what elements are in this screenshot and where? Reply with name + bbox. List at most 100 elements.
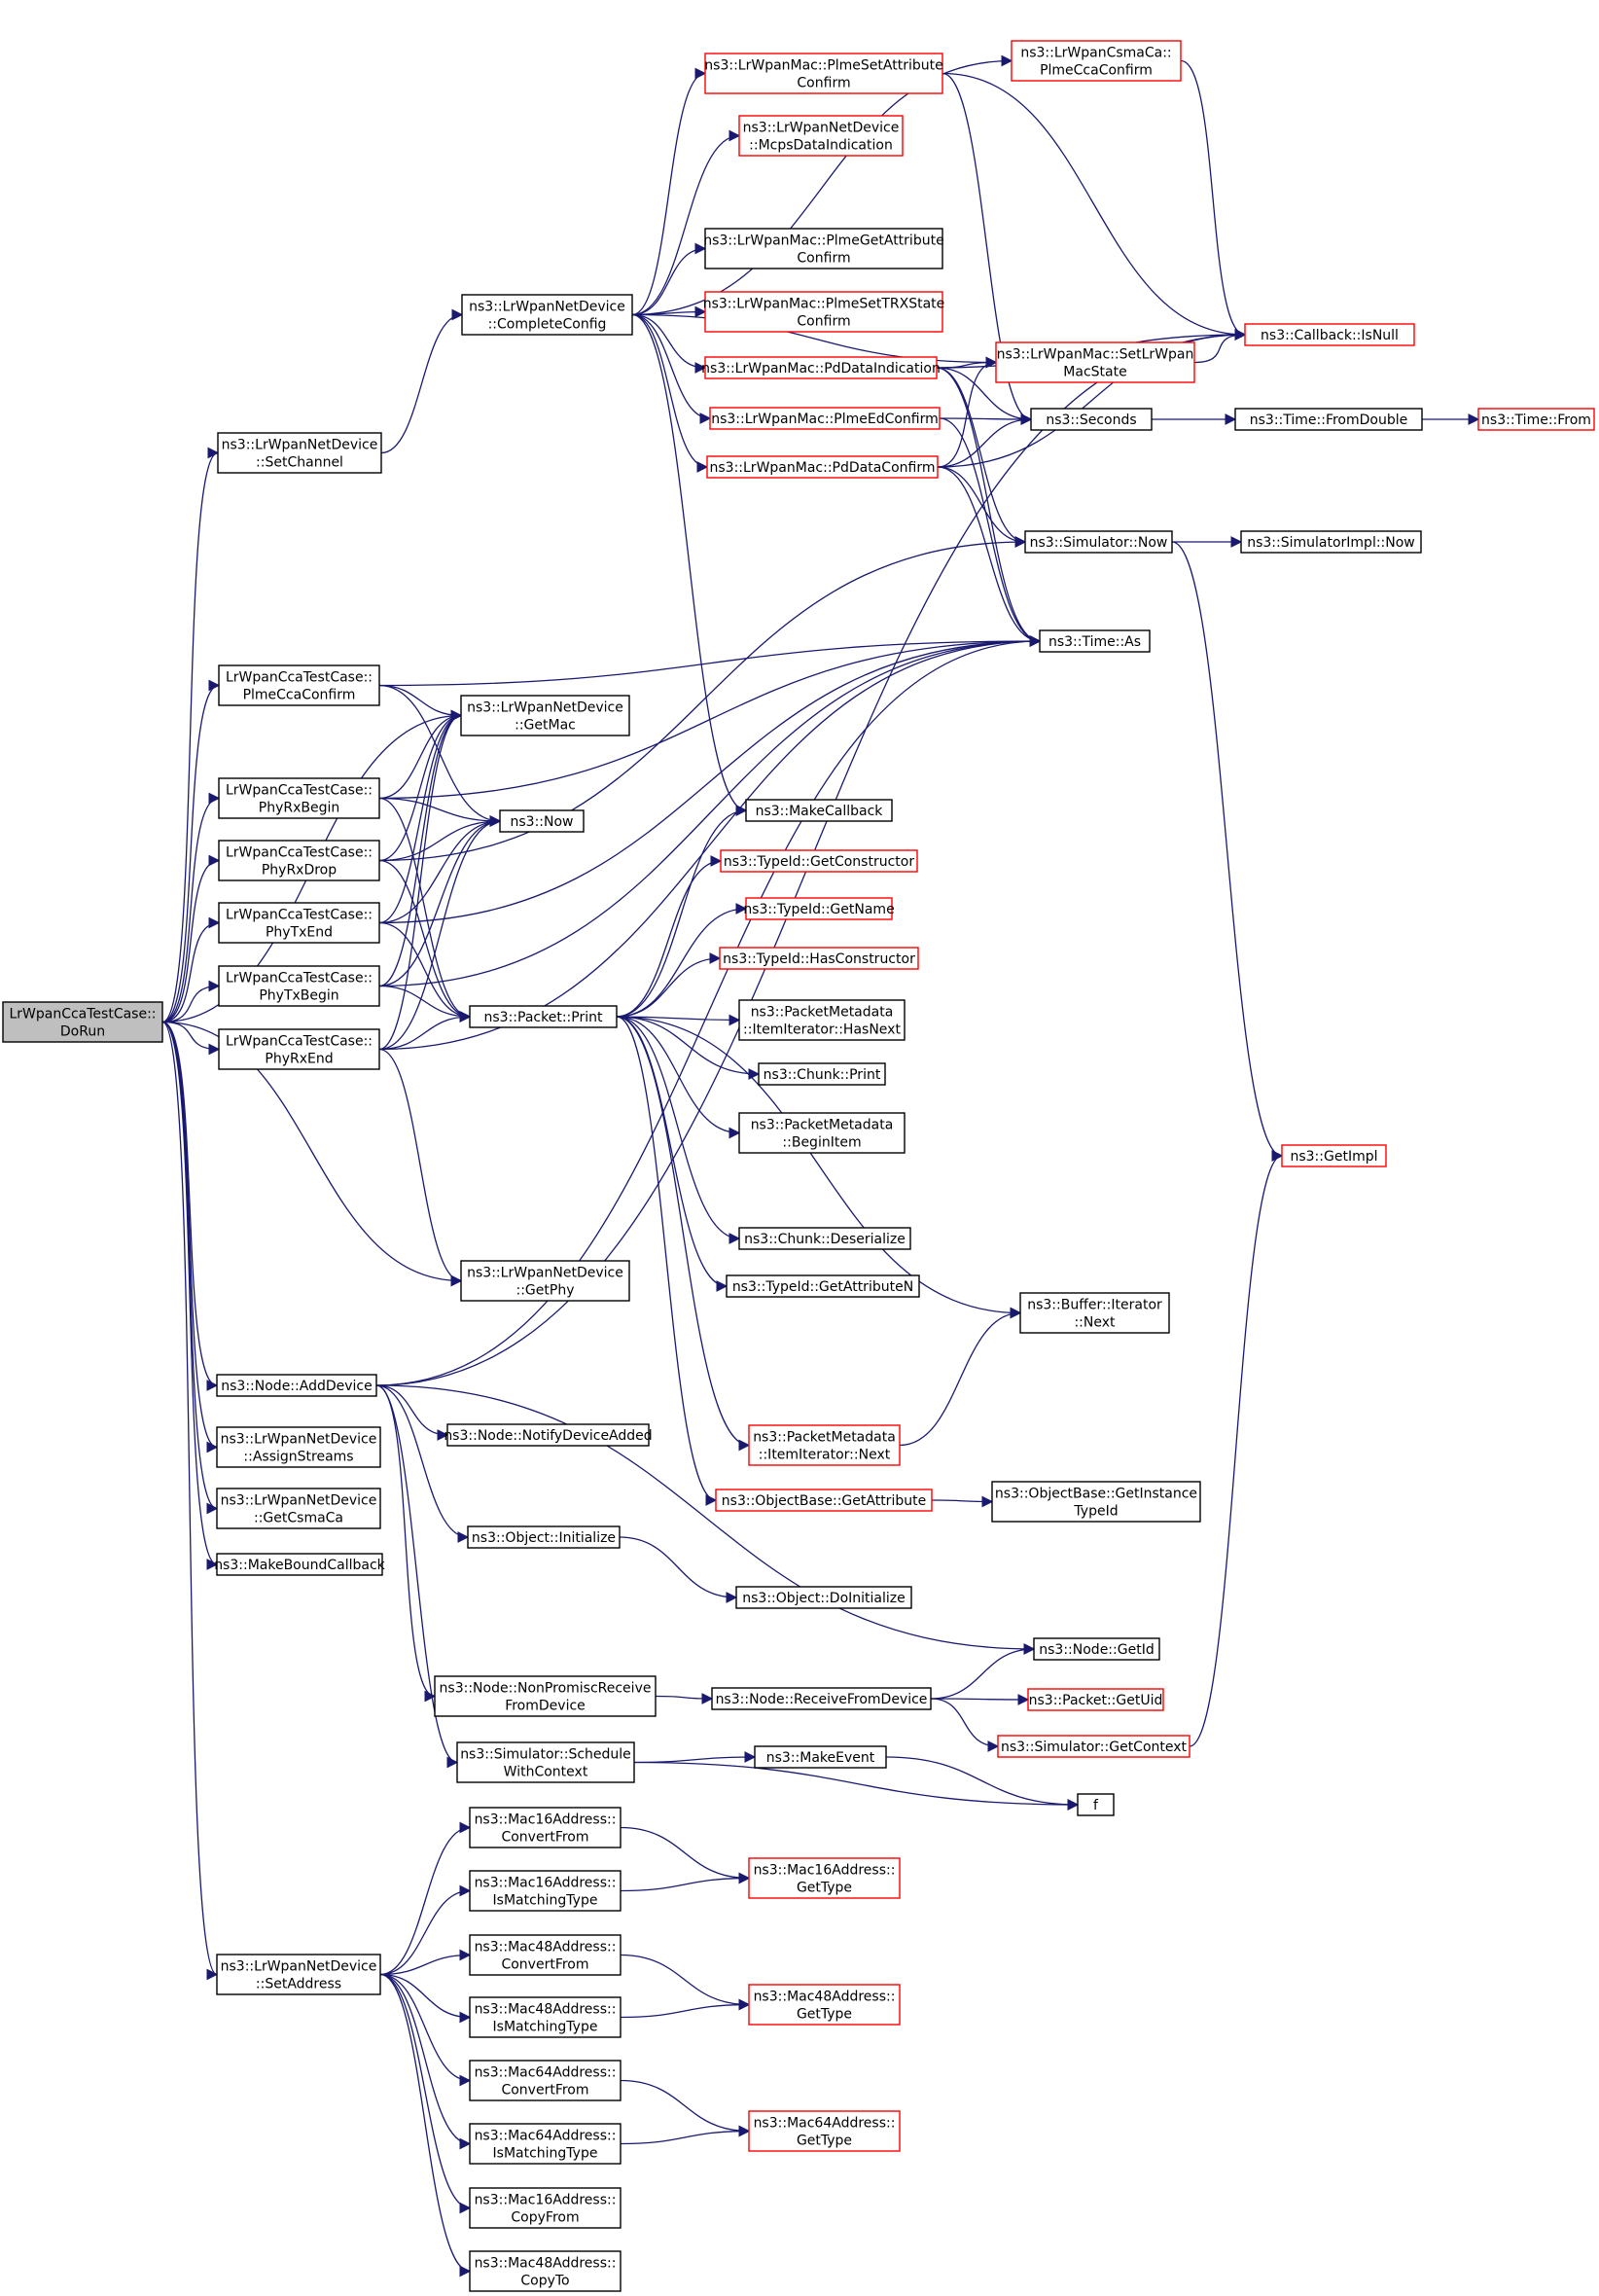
node-box-m64ismatch[interactable] <box>469 2123 622 2165</box>
node-box-nodegetid[interactable] <box>1033 1637 1160 1661</box>
node-box-now[interactable] <box>499 809 585 833</box>
node-box-notifydeviceadded[interactable] <box>446 1423 650 1447</box>
node-simnow[interactable]: ns3::Simulator::Now <box>1024 530 1173 554</box>
node-box-makeevent[interactable] <box>754 1745 887 1769</box>
node-box-getinstancetypeid[interactable] <box>991 1481 1201 1523</box>
node-box-phyrxend[interactable] <box>218 1028 380 1070</box>
node-box-timefrom[interactable] <box>1477 408 1595 431</box>
node-box-assignstreams[interactable] <box>216 1426 381 1468</box>
node-itemnext[interactable]: ns3::PacketMetadata::ItemIterator::Next <box>748 1424 901 1466</box>
node-doinit[interactable]: ns3::Object::DoInitialize <box>735 1586 912 1609</box>
node-box-m64convert[interactable] <box>469 2060 622 2101</box>
node-box-setchannel[interactable] <box>217 432 382 474</box>
node-itemhasnext[interactable]: ns3::PacketMetadata::ItemIterator::HasNe… <box>738 999 906 1041</box>
node-phytxbegin[interactable]: LrWpanCcaTestCase::PhyTxBegin <box>218 965 380 1007</box>
node-notifydeviceadded[interactable]: ns3::Node::NotifyDeviceAdded <box>444 1423 653 1447</box>
node-box-receivefromdevice[interactable] <box>711 1687 932 1710</box>
node-m48copyto[interactable]: ns3::Mac48Address::CopyTo <box>469 2250 622 2292</box>
node-box-m16gettype[interactable] <box>748 1857 901 1899</box>
node-box-getattributen[interactable] <box>726 1274 920 1298</box>
node-nodegetid[interactable]: ns3::Node::GetId <box>1033 1637 1160 1661</box>
node-box-deserialize[interactable] <box>738 1227 911 1250</box>
node-fromdouble[interactable]: ns3::Time::FromDouble <box>1234 408 1423 431</box>
node-beginitem[interactable]: ns3::PacketMetadata::BeginItem <box>738 1112 906 1154</box>
node-box-fromdouble[interactable] <box>1234 408 1423 431</box>
node-getattributen[interactable]: ns3::TypeId::GetAttributeN <box>726 1274 920 1298</box>
node-box-simimplnow[interactable] <box>1240 530 1422 554</box>
node-box-setlrwpan[interactable] <box>995 341 1195 383</box>
node-getimpl[interactable]: ns3::GetImpl <box>1281 1144 1387 1167</box>
node-box-plmeed[interactable] <box>709 407 941 430</box>
node-getconstructor[interactable]: ns3::TypeId::GetConstructor <box>720 849 918 873</box>
node-hasconstructor[interactable]: ns3::TypeId::HasConstructor <box>719 947 919 970</box>
node-box-schedulewithcontext[interactable] <box>456 1741 635 1783</box>
node-m64convert[interactable]: ns3::Mac64Address::ConvertFrom <box>469 2060 622 2101</box>
node-box-m48copyto[interactable] <box>469 2250 622 2292</box>
node-box-getimpl[interactable] <box>1281 1144 1387 1167</box>
node-box-getconstructor[interactable] <box>720 849 918 873</box>
node-m64gettype[interactable]: ns3::Mac64Address::GetType <box>748 2110 901 2152</box>
node-box-phytxbegin[interactable] <box>218 965 380 1007</box>
node-phytxend[interactable]: LrWpanCcaTestCase::PhyTxEnd <box>218 902 380 944</box>
node-box-csmaca[interactable] <box>1011 40 1182 82</box>
node-objinit[interactable]: ns3::Object::Initialize <box>467 1525 621 1549</box>
node-m64ismatch[interactable]: ns3::Mac64Address::IsMatchingType <box>469 2123 622 2165</box>
node-root[interactable]: LrWpanCcaTestCase::DoRun <box>2 1001 163 1043</box>
node-getmac[interactable]: ns3::LrWpanNetDevice::GetMac <box>460 695 630 736</box>
node-box-itemnext[interactable] <box>748 1424 901 1466</box>
node-csmaca[interactable]: ns3::LrWpanCsmaCa::PlmeCcaConfirm <box>1011 40 1182 82</box>
node-box-packetprint[interactable] <box>469 1005 618 1028</box>
node-box-itemhasnext[interactable] <box>738 999 906 1041</box>
node-box-plmegetattr[interactable] <box>704 228 943 269</box>
node-box-getcsmaca[interactable] <box>216 1488 381 1529</box>
node-mcpsdataind[interactable]: ns3::LrWpanNetDevice::McpsDataIndication <box>738 115 904 157</box>
node-setaddress[interactable]: ns3::LrWpanNetDevice::SetAddress <box>216 1954 381 1995</box>
node-getphy[interactable]: ns3::LrWpanNetDevice::GetPhy <box>460 1260 630 1302</box>
node-timeas[interactable]: ns3::Time::As <box>1039 629 1151 653</box>
node-box-timeas[interactable] <box>1039 629 1151 653</box>
node-box-makecallback[interactable] <box>745 799 893 822</box>
node-completeconfig[interactable]: ns3::LrWpanNetDevice::CompleteConfig <box>461 294 633 336</box>
node-m48convert[interactable]: ns3::Mac48Address::ConvertFrom <box>469 1934 622 1976</box>
node-box-chunkprint[interactable] <box>758 1062 886 1086</box>
node-box-root[interactable] <box>2 1001 163 1043</box>
node-m16gettype[interactable]: ns3::Mac16Address::GetType <box>748 1857 901 1899</box>
node-phyrxdrop[interactable]: LrWpanCcaTestCase::PhyRxDrop <box>218 840 380 881</box>
node-packetprint[interactable]: ns3::Packet::Print <box>469 1005 618 1028</box>
node-box-buffernext[interactable] <box>1019 1292 1170 1334</box>
node-box-makeboundcallback[interactable] <box>216 1553 383 1576</box>
node-m48ismatch[interactable]: ns3::Mac48Address::IsMatchingType <box>469 1996 622 2038</box>
node-box-m16convert[interactable] <box>469 1807 622 1848</box>
node-box-plmeccaconf[interactable] <box>218 664 380 706</box>
node-makecallback[interactable]: ns3::MakeCallback <box>745 799 893 822</box>
node-box-packetgetuid[interactable] <box>1027 1688 1164 1711</box>
node-box-isnull[interactable] <box>1244 323 1415 346</box>
node-box-pddataind[interactable] <box>704 356 938 379</box>
node-box-objinit[interactable] <box>467 1525 621 1549</box>
node-buffernext[interactable]: ns3::Buffer::Iterator::Next <box>1019 1292 1170 1334</box>
node-box-m16ismatch[interactable] <box>469 1870 622 1912</box>
node-adddevice[interactable]: ns3::Node::AddDevice <box>216 1374 377 1397</box>
node-box-completeconfig[interactable] <box>461 294 633 336</box>
node-box-setaddress[interactable] <box>216 1954 381 1995</box>
node-box-adddevice[interactable] <box>216 1374 377 1397</box>
node-box-m48ismatch[interactable] <box>469 1996 622 2038</box>
node-box-f[interactable] <box>1077 1793 1115 1816</box>
node-box-getname[interactable] <box>745 897 893 920</box>
node-phyrxbegin[interactable]: LrWpanCcaTestCase::PhyRxBegin <box>218 777 380 819</box>
node-receivefromdevice[interactable]: ns3::Node::ReceiveFromDevice <box>711 1687 932 1710</box>
node-timefrom[interactable]: ns3::Time::From <box>1477 408 1595 431</box>
node-box-phyrxbegin[interactable] <box>218 777 380 819</box>
node-box-simnow[interactable] <box>1024 530 1173 554</box>
node-box-m48convert[interactable] <box>469 1934 622 1976</box>
node-box-plmesettrx[interactable] <box>704 291 943 333</box>
node-box-hasconstructor[interactable] <box>719 947 919 970</box>
node-m16convert[interactable]: ns3::Mac16Address::ConvertFrom <box>469 1807 622 1848</box>
node-box-simgetcontext[interactable] <box>997 1735 1190 1758</box>
